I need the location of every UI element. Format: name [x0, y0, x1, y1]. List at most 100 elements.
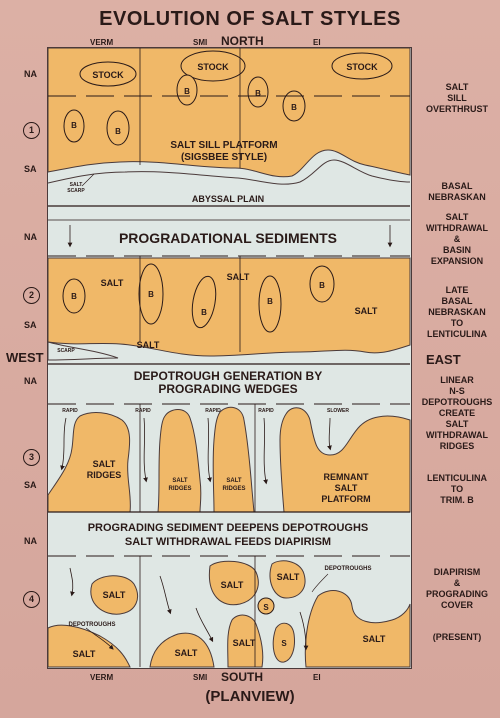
planview-label: (PLANVIEW) — [205, 688, 295, 705]
svg-text:B: B — [71, 292, 77, 301]
remnant-salt-platform — [279, 407, 411, 513]
stage-marker-1: 1 — [23, 122, 40, 139]
platform-label-1: SALT SILL PLATFORM — [170, 140, 277, 151]
panel-4: SALT SALT SALT S S SALT SALT SALT SALT D… — [47, 556, 411, 668]
east-label: EAST — [426, 352, 461, 367]
top-label-north: NORTH — [221, 34, 264, 48]
svg-text:B: B — [255, 89, 261, 98]
svg-text:SLOWER: SLOWER — [327, 408, 349, 414]
stage-marker-4: 4 — [23, 591, 40, 608]
stock-label-2: STOCK — [197, 62, 229, 72]
panel-3: RAPID RAPID RAPID RAPID SLOWER SALT RIDG… — [47, 404, 411, 513]
svg-text:SALT: SALT — [103, 590, 126, 600]
left-label-sa-1: SA — [24, 164, 37, 174]
svg-text:S: S — [263, 603, 269, 612]
right-label-6: LENTICULINA TO TRIM. B — [427, 473, 487, 505]
bottom-label-smi: SMI — [193, 673, 208, 682]
b-body-2 — [106, 110, 130, 146]
svg-text:DEPOTROUGHS: DEPOTROUGHS — [324, 566, 371, 572]
svg-text:SALT: SALT — [70, 182, 83, 188]
stock-3 — [331, 52, 393, 80]
right-label-3: SALT WITHDRAWAL & BASIN EXPANSION — [426, 212, 488, 266]
svg-text:SALT: SALT — [172, 478, 188, 484]
stage-marker-3: 3 — [23, 449, 40, 466]
panel-2-header: PROGRADATIONAL SEDIMENTS — [119, 230, 337, 246]
svg-text:B: B — [71, 121, 77, 130]
svg-text:SALT: SALT — [93, 459, 116, 469]
left-label-na-3: NA — [24, 376, 37, 386]
salt-scarp-edge — [47, 159, 411, 185]
right-label-5: LINEAR N-S DEPOTROUGHS CREATE SALT WITHD… — [421, 375, 493, 451]
panel-4-header-2: SALT WITHDRAWAL FEEDS DIAPIRISM — [125, 536, 331, 548]
salt-ridge-3 — [212, 406, 255, 513]
right-label-7: DIAPIRISM & PROGRADING COVER — [425, 567, 488, 610]
panel-4-header-1: PROGRADING SEDIMENT DEEPENS DEPOTROUGHS — [88, 522, 369, 534]
svg-text:SALT: SALT — [355, 306, 378, 316]
stage-marker-2: 2 — [23, 287, 40, 304]
svg-text:SALT: SALT — [277, 572, 300, 582]
svg-text:SCARP: SCARP — [67, 188, 85, 194]
stock-2 — [180, 50, 246, 82]
stock-label-3: STOCK — [346, 62, 378, 72]
svg-text:RIDGES: RIDGES — [222, 486, 245, 492]
west-label: WEST — [6, 350, 44, 365]
svg-text:SALT: SALT — [73, 649, 96, 659]
svg-text:SALT: SALT — [227, 272, 250, 282]
stock-label-1: STOCK — [92, 70, 124, 80]
right-label-2: BASAL NEBRASKAN — [428, 181, 486, 202]
svg-text:B: B — [184, 87, 190, 96]
svg-text:SALT: SALT — [226, 478, 242, 484]
svg-text:B: B — [115, 127, 121, 136]
svg-text:SALT: SALT — [101, 278, 124, 288]
right-label-8: (PRESENT) — [432, 632, 482, 642]
panel-2: SALT SALT SALT SALT B B B B B SCARP — [47, 256, 411, 365]
bottom-label-ei: EI — [313, 673, 321, 682]
right-label-1: SALT SILL OVERTHRUST — [425, 82, 488, 114]
panel-1: STOCK STOCK STOCK B B B B B SALT SILL PL… — [47, 47, 411, 221]
svg-text:B: B — [148, 290, 154, 299]
svg-text:REMNANT: REMNANT — [324, 472, 369, 482]
svg-text:PLATFORM: PLATFORM — [321, 494, 370, 504]
top-label-smi: SMI — [193, 38, 208, 47]
right-label-4: LATE BASAL NEBRASKAN TO LENTICULINA — [427, 285, 487, 339]
svg-text:S: S — [281, 639, 287, 648]
platform-label-2: (SIGSBEE STYLE) — [181, 152, 267, 163]
svg-text:RAPID: RAPID — [62, 408, 78, 414]
panel-3-header-1: DEPOTROUGH GENERATION BY — [134, 369, 322, 383]
bottom-label-south: SOUTH — [221, 670, 263, 684]
svg-text:RIDGES: RIDGES — [87, 470, 122, 480]
left-label-na-2: NA — [24, 232, 37, 242]
svg-text:B: B — [319, 281, 325, 290]
page-title: EVOLUTION OF SALT STYLES — [99, 8, 401, 30]
svg-text:RAPID: RAPID — [205, 408, 221, 414]
svg-text:B: B — [291, 103, 297, 112]
panel-3-header-2: PROGRADING WEDGES — [158, 382, 297, 396]
svg-text:SALT: SALT — [175, 648, 198, 658]
svg-text:RAPID: RAPID — [258, 408, 274, 414]
top-label-ei: EI — [313, 38, 321, 47]
svg-text:SCARP: SCARP — [57, 348, 75, 354]
svg-text:DEPOTROUGHS: DEPOTROUGHS — [68, 622, 115, 628]
svg-text:SALT: SALT — [233, 638, 256, 648]
stock-1 — [79, 61, 137, 87]
svg-text:RAPID: RAPID — [135, 408, 151, 414]
svg-text:RIDGES: RIDGES — [168, 486, 191, 492]
b-body-3 — [176, 74, 198, 106]
b-body-1 — [63, 109, 85, 143]
bottom-label-verm: VERM — [90, 673, 114, 682]
b-body-4 — [247, 76, 269, 108]
salt-ridge-2 — [157, 409, 202, 513]
svg-text:SALT: SALT — [137, 340, 160, 350]
left-label-na-4: NA — [24, 536, 37, 546]
svg-text:SALT: SALT — [335, 483, 358, 493]
svg-text:B: B — [201, 308, 207, 317]
svg-text:SALT: SALT — [363, 634, 386, 644]
left-label-na-1: NA — [24, 69, 37, 79]
top-label-verm: VERM — [90, 38, 114, 47]
salt-sill-platform — [47, 47, 411, 178]
svg-text:SALT: SALT — [221, 580, 244, 590]
abyssal-plain-label: ABYSSAL PLAIN — [192, 194, 264, 204]
svg-text:B: B — [267, 297, 273, 306]
